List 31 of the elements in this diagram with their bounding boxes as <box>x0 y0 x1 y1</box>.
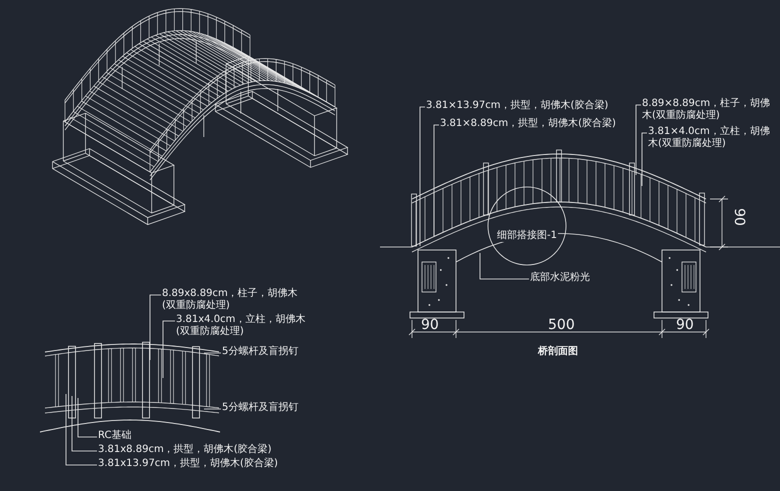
annotation-text: 5分螺杆及盲拐钉 <box>222 346 322 358</box>
leader-line <box>72 396 98 452</box>
dimension-label: 90 <box>676 318 694 332</box>
dimension-label: 90 <box>421 318 439 332</box>
leader-line <box>204 408 222 410</box>
annotation-text: 3.81×8.89cm，拱型，胡佛木(胶合梁) <box>440 118 630 130</box>
annotation-text: 5分螺杆及盲拐钉 <box>222 402 322 414</box>
drawing-title: 桥剖面图 <box>538 346 578 358</box>
annotation-text: 8.89×8.89cm，柱子，胡佛木(双重防腐处理) <box>642 98 774 122</box>
annotation-text: 8.89x8.89cm，柱子，胡佛木(双重防腐处理) <box>162 288 302 312</box>
leader-line <box>78 398 98 438</box>
leader-line <box>66 394 98 466</box>
annotation-text: 3.81×4.0cm，立柱，胡佛木(双重防腐处理) <box>648 126 776 150</box>
dimension-label: 500 <box>548 318 575 332</box>
annotation-text: 底部水泥粉光 <box>530 272 620 284</box>
leader-line <box>204 352 222 354</box>
annotation-text: 3.81×13.97cm，拱型，胡佛木(胶合梁) <box>426 100 626 112</box>
leader-line <box>434 124 440 236</box>
annotation-text: RC基础 <box>98 430 132 442</box>
detail-callout-circle <box>487 186 567 266</box>
leader-line <box>642 132 648 186</box>
annotation-text: 3.81x8.89cm，拱型，胡佛木(胶合梁) <box>98 444 272 456</box>
leader-line <box>420 106 426 246</box>
leader-line <box>162 320 176 378</box>
annotation-text: 3.81x4.0cm，立柱，胡佛木(双重防腐处理) <box>176 314 318 338</box>
dimension-label: 90 <box>732 208 746 226</box>
detail-label: 细部搭接图-1 <box>496 230 558 242</box>
annotation-text: 3.81x13.97cm，拱型，胡佛木(胶合梁) <box>98 458 278 470</box>
leader-line <box>480 252 530 280</box>
leader-line <box>150 294 162 360</box>
leader-line <box>636 104 642 176</box>
